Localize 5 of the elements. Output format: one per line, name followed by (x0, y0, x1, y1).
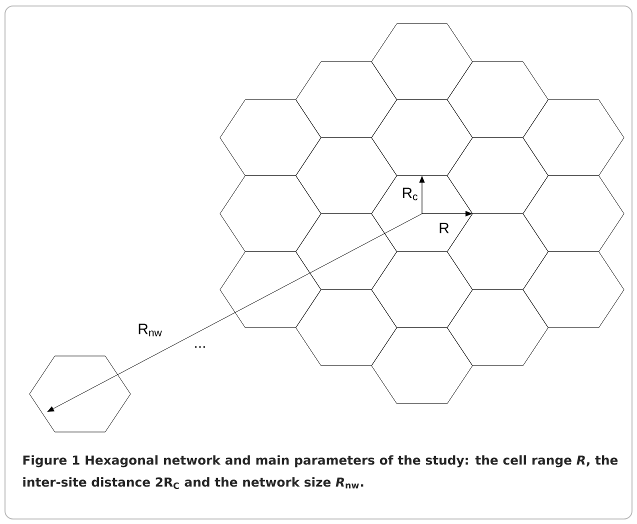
dimension-label: R (440, 222, 449, 234)
dimension-label: ... (195, 346, 205, 348)
dimension-label: R$_{c}$ (402, 188, 418, 200)
dimension-label: R$_{nw}$ (138, 324, 162, 336)
caption: Figure 1 Hexagonal network and main parameters of the study: the cell range R, the inter-site distance 2R$_{C}$ and the network size R$_{nw}$. (23, 455, 618, 490)
